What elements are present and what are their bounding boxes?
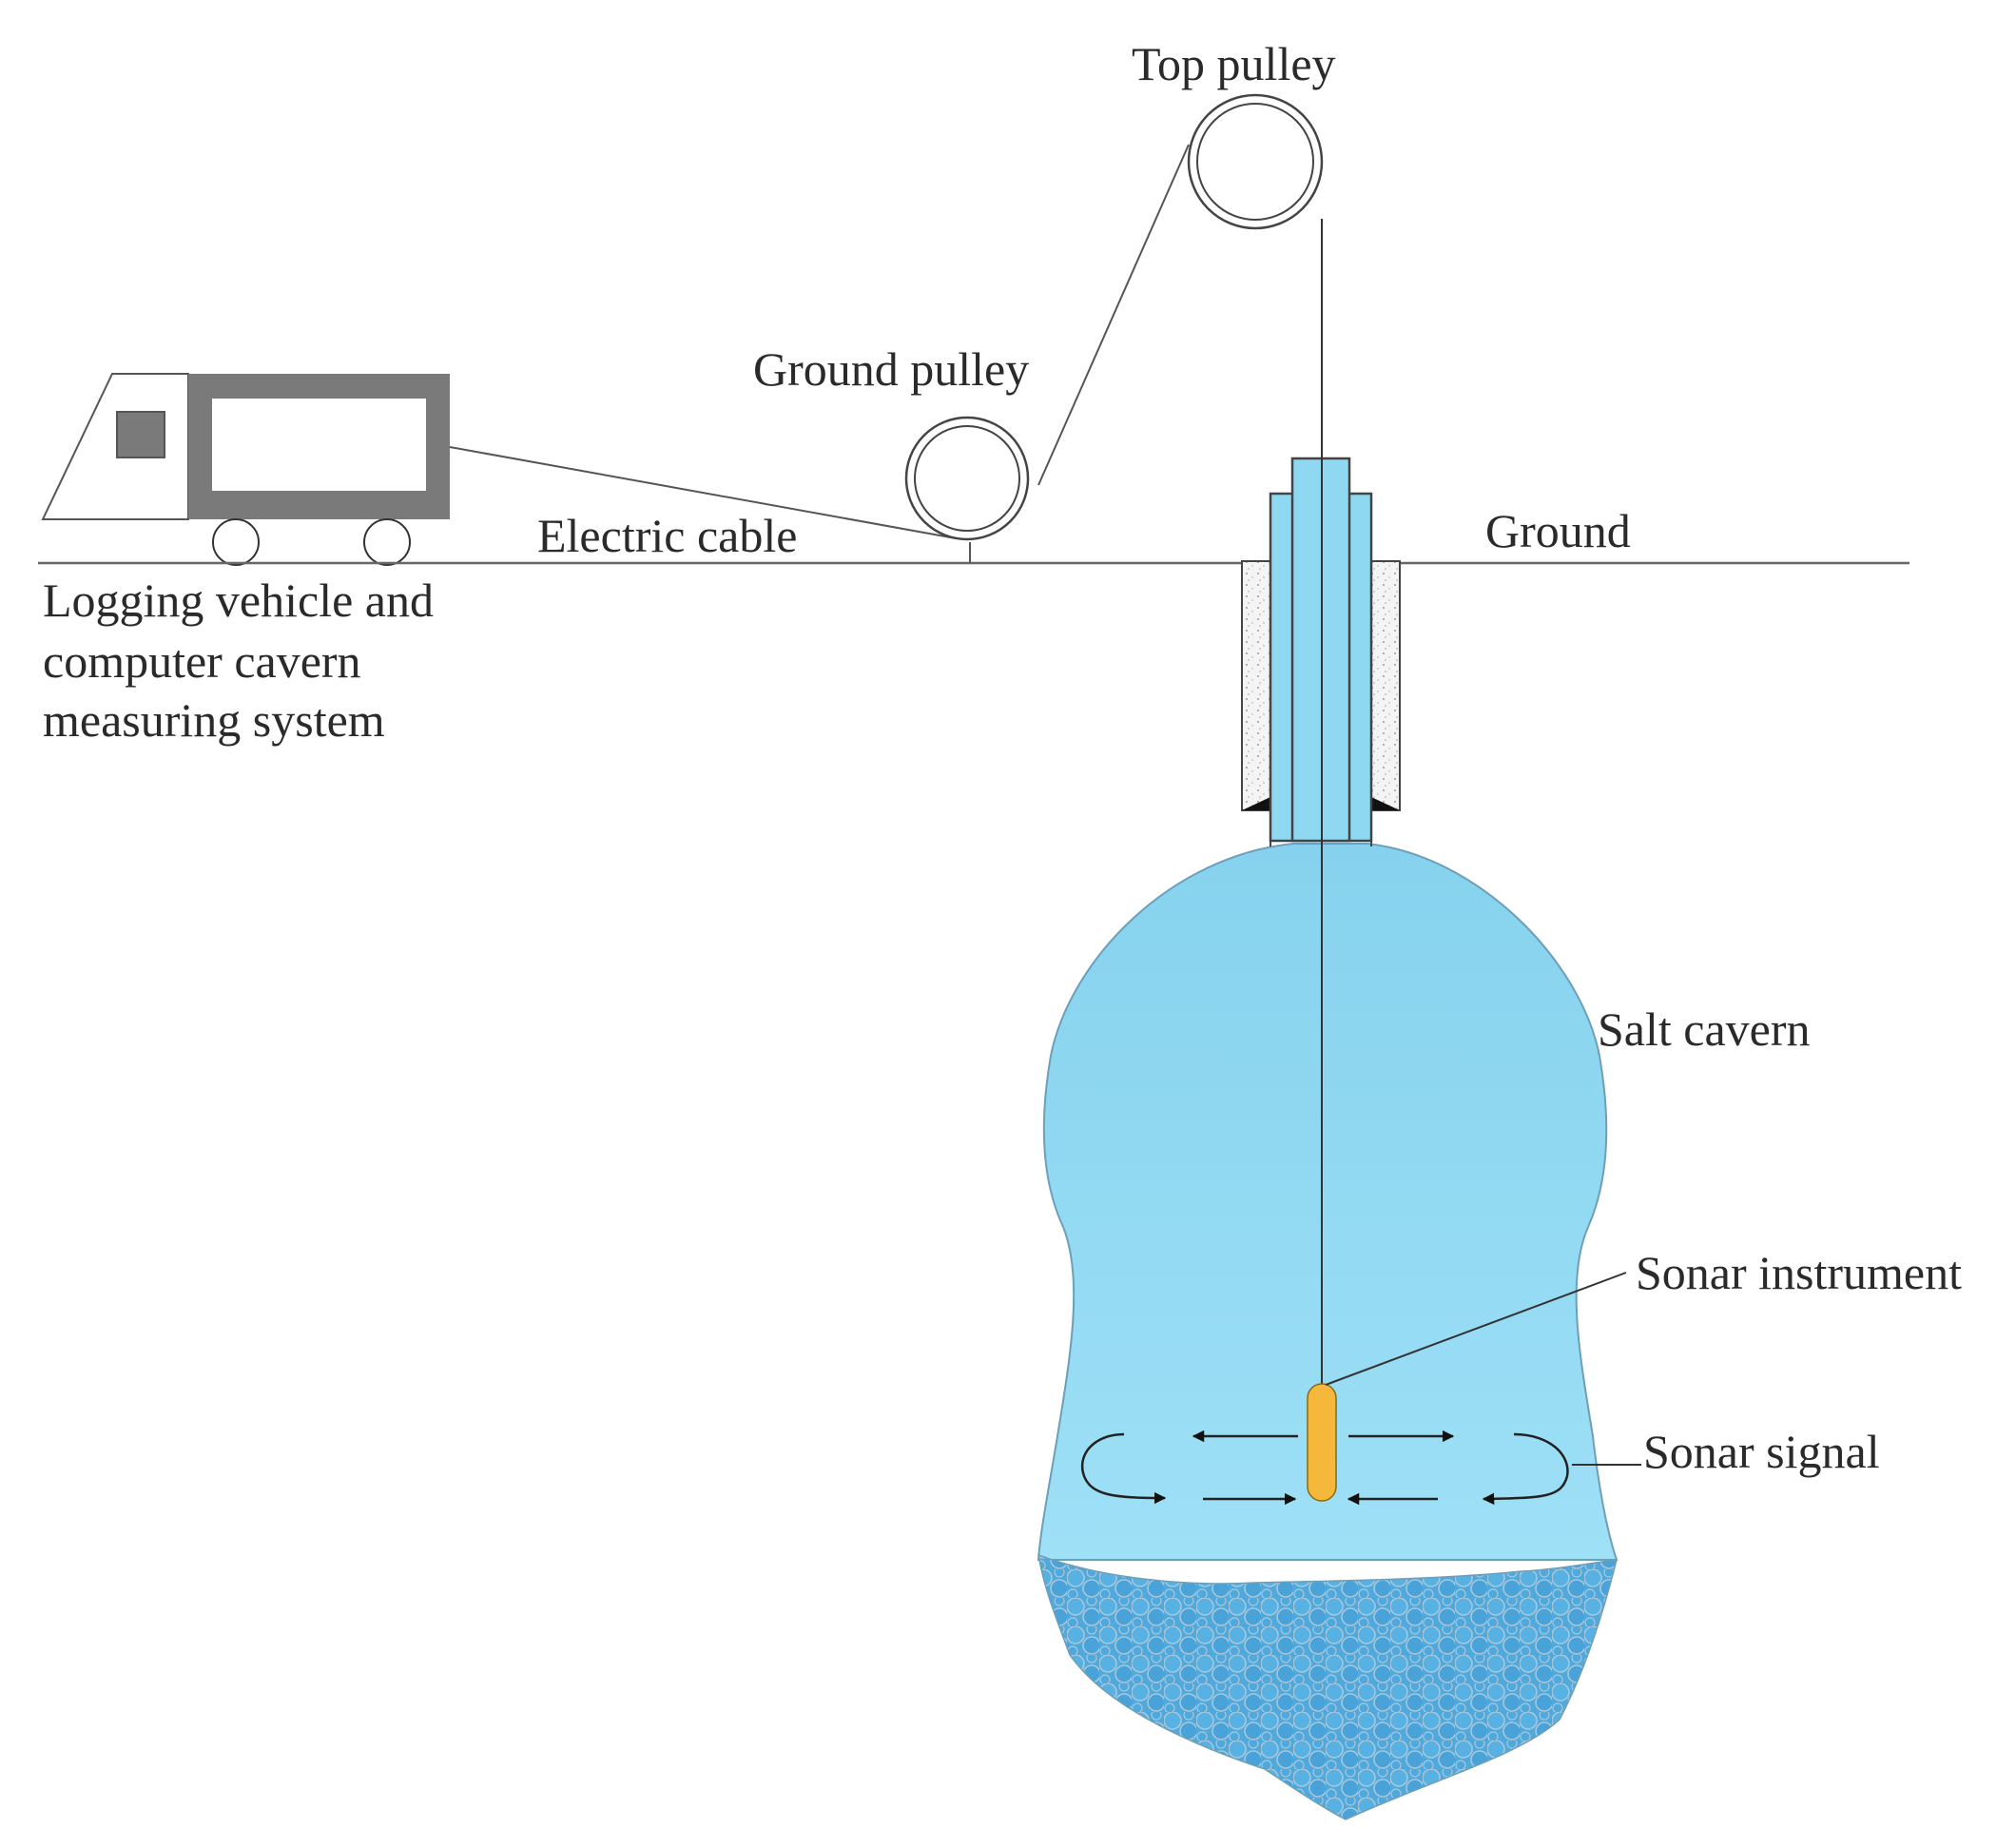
sonar-instrument — [1307, 1383, 1337, 1502]
vehicle-label-line2: computer cavern — [43, 634, 361, 688]
logging-vehicle — [41, 373, 450, 566]
ground-pulley — [904, 416, 1030, 541]
sonar-signal — [1080, 1430, 1569, 1506]
electric-cable — [449, 144, 1190, 563]
vehicle-cab-window — [116, 411, 165, 458]
salt-cavern-label: Salt cavern — [1598, 1002, 1811, 1056]
vehicle-wheel-rear — [363, 518, 411, 566]
vehicle-label-line3: measuring system — [43, 693, 385, 747]
sediment-layer — [1037, 1553, 1618, 1820]
well-casing — [1241, 560, 1401, 811]
vehicle-body-window — [212, 399, 426, 491]
ground-pulley-label: Ground pulley — [753, 342, 1029, 396]
top-pulley-label: Top pulley — [1132, 37, 1336, 90]
vehicle-label-line1: Logging vehicle and — [43, 574, 434, 627]
sonar-signal-label: Sonar signal — [1643, 1425, 1880, 1478]
vehicle-wheel-front — [212, 518, 260, 566]
electric-cable-label: Electric cable — [537, 509, 797, 562]
ground-label: Ground — [1485, 504, 1631, 557]
sonar-instrument-leader — [1325, 1272, 1627, 1386]
top-pulley — [1187, 93, 1324, 230]
vehicle-cab — [41, 373, 189, 520]
sonar-instrument-label: Sonar instrument — [1636, 1246, 1962, 1299]
